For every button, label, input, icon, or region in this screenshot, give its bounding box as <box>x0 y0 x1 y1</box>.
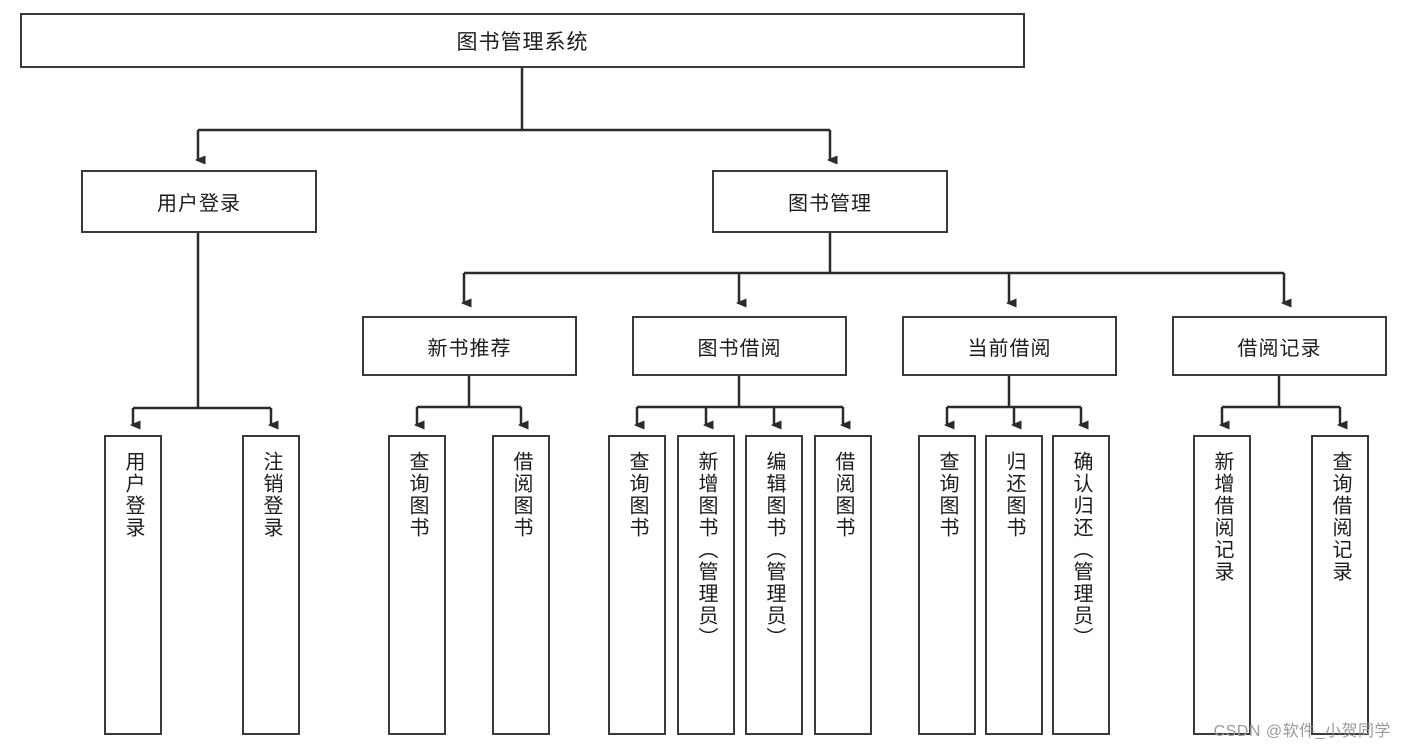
leaf-user-login-0[interactable]: 用户登录 <box>104 435 162 735</box>
node-label: 查询借阅记录 <box>1329 451 1351 583</box>
node-new-book-recommend[interactable]: 新书推荐 <box>362 316 577 376</box>
node-root-system[interactable]: 图书管理系统 <box>20 13 1025 68</box>
node-label: 新书推荐 <box>427 337 512 360</box>
node-label: 编辑图书（管理员） <box>763 451 785 649</box>
node-label: 查询图书 <box>406 451 428 539</box>
leaf-current-borrow-0[interactable]: 查询图书 <box>918 435 976 735</box>
watermark-text: CSDN @软件_小贺同学 <box>1213 723 1391 740</box>
leaf-book-borrow-2[interactable]: 编辑图书（管理员） <box>745 435 803 735</box>
leaf-user-login-1[interactable]: 注销登录 <box>242 435 300 735</box>
node-label: 图书管理 <box>788 193 872 215</box>
node-label: 注销登录 <box>260 451 282 539</box>
leaf-borrow-record-0[interactable]: 新增借阅记录 <box>1193 435 1251 735</box>
node-label: 借阅记录 <box>1237 337 1322 360</box>
node-book-management[interactable]: 图书管理 <box>712 170 948 233</box>
node-current-borrow[interactable]: 当前借阅 <box>902 316 1117 376</box>
node-label: 当前借阅 <box>967 337 1052 360</box>
leaf-new-book-recommend-0[interactable]: 查询图书 <box>388 435 446 735</box>
node-user-login[interactable]: 用户登录 <box>81 170 317 233</box>
node-label: 借阅图书 <box>510 451 532 539</box>
node-label: 查询图书 <box>936 451 958 539</box>
leaf-book-borrow-3[interactable]: 借阅图书 <box>814 435 872 735</box>
node-book-borrow[interactable]: 图书借阅 <box>632 316 847 376</box>
node-label: 借阅图书 <box>832 451 854 539</box>
node-label: 图书管理系统 <box>456 30 589 54</box>
leaf-book-borrow-0[interactable]: 查询图书 <box>608 435 666 735</box>
node-label: 确认归还（管理员） <box>1070 451 1092 649</box>
leaf-current-borrow-1[interactable]: 归还图书 <box>985 435 1043 735</box>
leaf-book-borrow-1[interactable]: 新增图书（管理员） <box>677 435 735 735</box>
leaf-new-book-recommend-1[interactable]: 借阅图书 <box>492 435 550 735</box>
node-label: 新增图书（管理员） <box>695 451 717 649</box>
node-label: 用户登录 <box>122 451 144 539</box>
node-label: 图书借阅 <box>697 337 782 360</box>
node-label: 查询图书 <box>626 451 648 539</box>
node-label: 归还图书 <box>1003 451 1025 539</box>
leaf-borrow-record-1[interactable]: 查询借阅记录 <box>1311 435 1369 735</box>
node-label: 新增借阅记录 <box>1211 451 1233 583</box>
node-borrow-record[interactable]: 借阅记录 <box>1172 316 1387 376</box>
node-label: 用户登录 <box>157 193 241 215</box>
leaf-current-borrow-2[interactable]: 确认归还（管理员） <box>1052 435 1110 735</box>
